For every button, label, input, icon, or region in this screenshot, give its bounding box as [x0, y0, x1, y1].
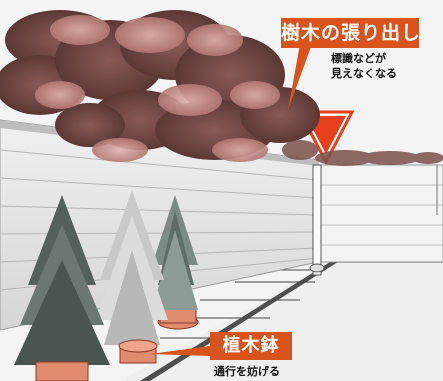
wall-right [319, 164, 443, 263]
road [0, 262, 443, 381]
tree-callout-pointer [288, 44, 312, 110]
planter-note: 通行を妨げる [214, 365, 280, 378]
planter-callout-pointer [150, 346, 210, 356]
tree-note-line-1: 標識などが [331, 52, 386, 65]
tree-overhang-label: 樹木の張り出し [281, 18, 420, 48]
tree-canopy [0, 10, 443, 166]
tree-overhang-note: 標識などが 見えなくなる [331, 51, 397, 81]
planter-label: 植木鉢 [210, 332, 292, 360]
tree-note-line-2: 見えなくなる [331, 67, 397, 80]
potted-shrubs [14, 190, 199, 381]
